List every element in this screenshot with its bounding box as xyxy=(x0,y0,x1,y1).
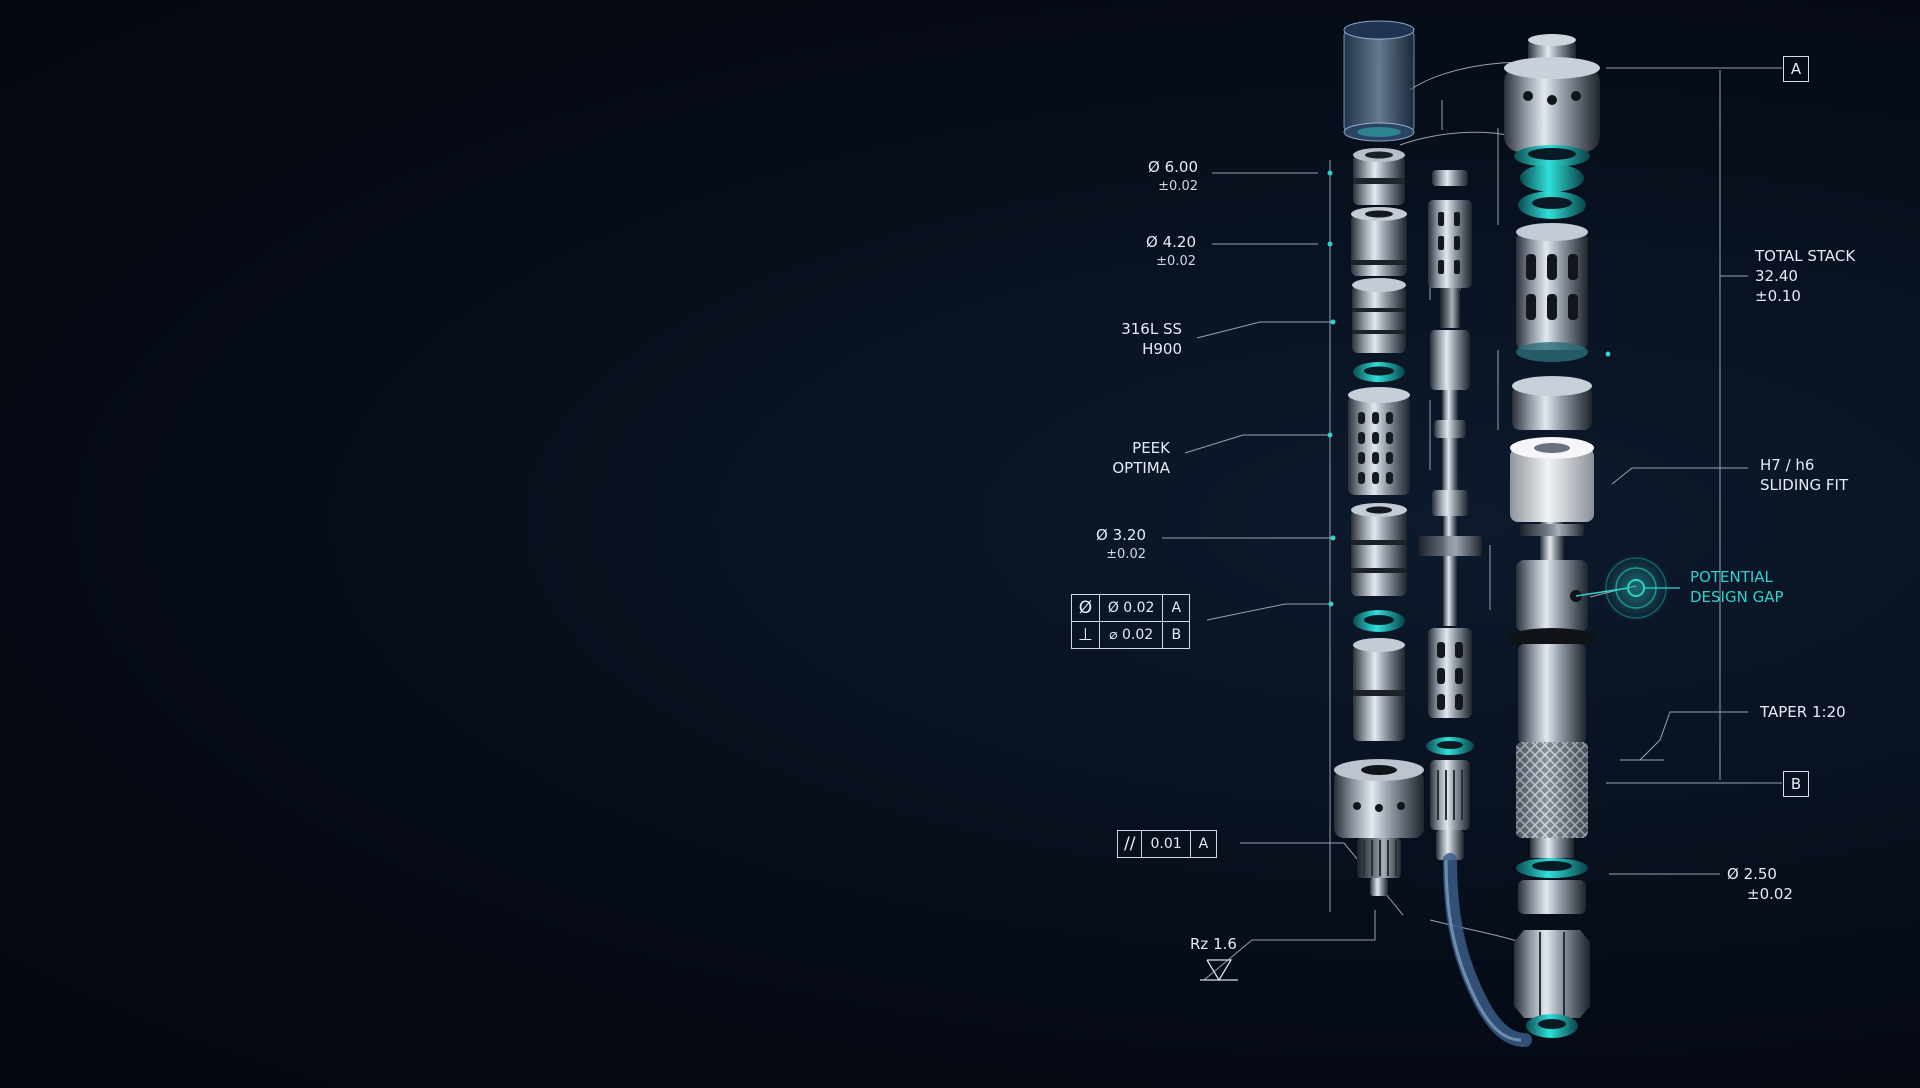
diameter-3-label: Ø 3.20 ±0.02 xyxy=(1078,525,1146,565)
gdt-symbol: ⊥ xyxy=(1071,621,1100,649)
tolerance-value: ±0.02 xyxy=(1106,547,1146,562)
taper-label: TAPER 1:20 xyxy=(1760,703,1846,721)
diameter-value: Ø 2.50 xyxy=(1727,865,1777,883)
gap-line-1: POTENTIAL xyxy=(1690,568,1773,586)
fit-line-1: H7 / h6 xyxy=(1760,456,1815,474)
total-stack-line-1: TOTAL STACK xyxy=(1755,247,1856,265)
total-stack-line-2: 32.40 xyxy=(1755,267,1798,285)
gdt-datum: A xyxy=(1189,830,1218,858)
gdt-tolerance: Ø 0.02 xyxy=(1098,594,1164,622)
gdt-datum: A xyxy=(1162,594,1191,622)
gdt-symbol: // xyxy=(1116,830,1143,858)
gdt-tolerance: ⌀ 0.02 xyxy=(1098,621,1164,649)
fcf-row: ⊥ ⌀ 0.02 B xyxy=(1071,621,1191,649)
gap-line-2: DESIGN GAP xyxy=(1690,588,1784,606)
material-line-2: H900 xyxy=(1142,340,1182,358)
surface-roughness-label: Rz 1.6 xyxy=(1190,935,1237,953)
feature-control-frame: Ø Ø 0.02 A ⊥ ⌀ 0.02 B xyxy=(1071,594,1191,649)
teal-oring xyxy=(1353,362,1405,382)
material-line-2: OPTIMA xyxy=(1112,459,1170,477)
total-stack-line-3: ±0.10 xyxy=(1755,287,1801,305)
teal-oring xyxy=(1353,610,1405,632)
diameter-value: Ø 3.20 xyxy=(1096,526,1146,544)
diameter-value: Ø 4.20 xyxy=(1146,233,1196,251)
total-stack-label: TOTAL STACK 32.40 ±0.10 xyxy=(1755,246,1855,306)
gdt-tolerance: 0.01 xyxy=(1141,830,1191,858)
tolerance-value: ±0.02 xyxy=(1156,254,1196,269)
diameter-6-label: Ø 6.00 ±0.02 xyxy=(1130,157,1198,197)
gdt-datum: B xyxy=(1162,621,1191,649)
diameter-value: Ø 6.00 xyxy=(1148,158,1198,176)
sliding-fit-label: H7 / h6 SLIDING FIT xyxy=(1760,455,1848,495)
surface-finish-triangle-icon xyxy=(1200,959,1238,982)
gdt-symbol: Ø xyxy=(1071,594,1100,622)
material-line-1: 316L SS xyxy=(1121,320,1182,338)
fit-line-2: SLIDING FIT xyxy=(1760,476,1849,494)
fcf-row: // 0.01 A xyxy=(1116,830,1218,858)
datum-b-box: B xyxy=(1783,771,1809,797)
target-ring-icon xyxy=(1575,554,1680,622)
tolerance-value: ±0.02 xyxy=(1747,885,1793,903)
diameter-2-label: Ø 2.50 ±0.02 xyxy=(1727,864,1793,904)
diameter-4-label: Ø 4.20 ±0.02 xyxy=(1128,232,1196,272)
material-line-1: PEEK xyxy=(1132,439,1170,457)
fcf-row: Ø Ø 0.02 A xyxy=(1071,594,1191,622)
parallelism-control-frame: // 0.01 A xyxy=(1116,830,1218,858)
datum-a-box: A xyxy=(1783,56,1809,82)
tolerance-value: ±0.02 xyxy=(1158,179,1198,194)
potential-design-gap-label: POTENTIAL DESIGN GAP xyxy=(1690,567,1784,607)
material-316l-label: 316L SS H900 xyxy=(1100,319,1182,359)
material-peek-label: PEEK OPTIMA xyxy=(1090,438,1170,478)
glass-cap-part xyxy=(1343,20,1415,142)
